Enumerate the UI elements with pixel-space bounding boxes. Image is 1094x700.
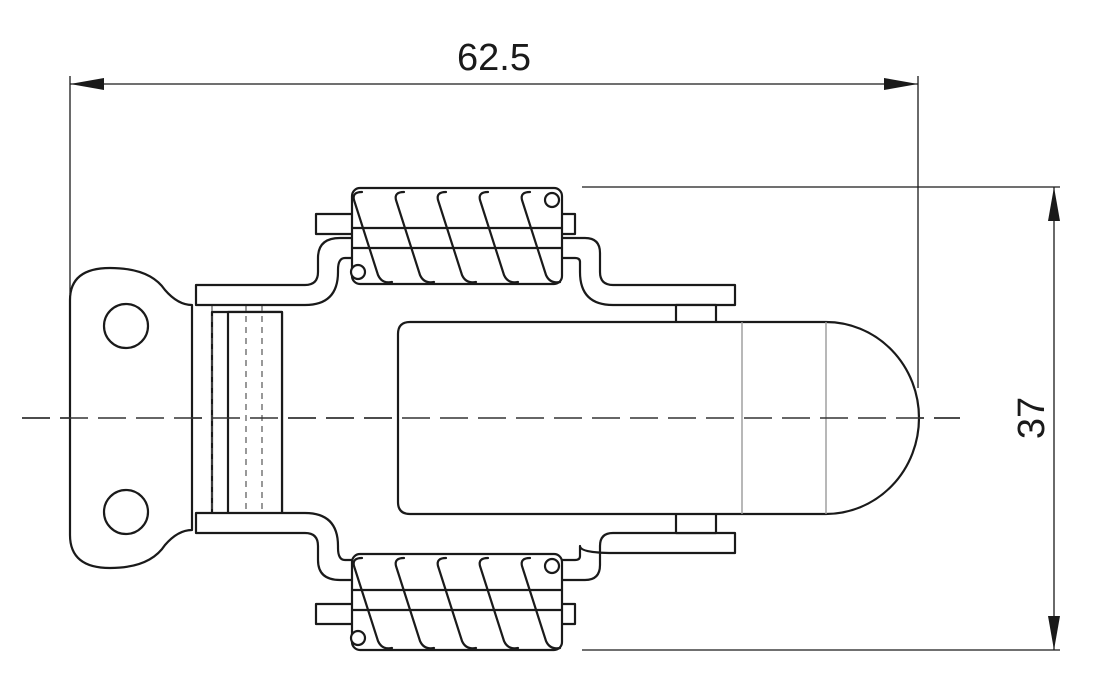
dimension-height-label: 37 <box>1011 397 1053 439</box>
dimension-height: 37 <box>582 186 1060 651</box>
lower-wire-bail <box>194 511 737 626</box>
dimension-length-label: 62.5 <box>457 37 531 79</box>
upper-spring <box>349 186 564 286</box>
pivot-post-bottom <box>674 511 718 535</box>
mounting-hole-bottom <box>102 488 150 536</box>
base-plate <box>68 266 194 570</box>
mounting-hole-top <box>102 302 150 350</box>
lower-spring <box>349 552 564 652</box>
upper-wire-bail <box>194 212 737 307</box>
dimension-length: 62.5 <box>69 37 919 388</box>
latch-lever <box>396 320 921 516</box>
